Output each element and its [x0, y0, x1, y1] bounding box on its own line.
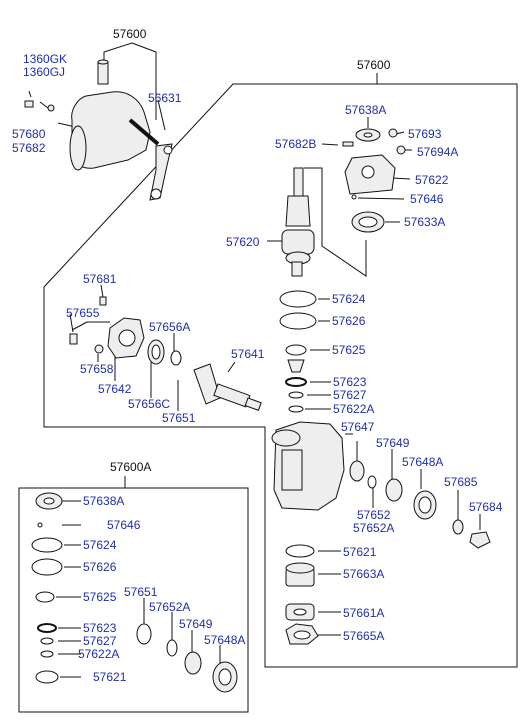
- steering-gear-assembly-top: [69, 59, 173, 201]
- label-57646: 57646: [410, 192, 444, 206]
- label-57626: 57626: [332, 314, 366, 328]
- kit-ring-57627: [40, 637, 54, 645]
- ring-57627: [288, 391, 304, 399]
- label-57652: 57652: [357, 508, 391, 522]
- label-57658: 57658: [80, 362, 114, 376]
- label-57621: 57621: [343, 545, 377, 559]
- label-57655: 57655: [66, 306, 100, 320]
- label-57663A: 57663A: [343, 567, 385, 581]
- gear-housing-main: [271, 421, 345, 511]
- label-57680: 57680: [12, 127, 46, 141]
- kit-label-57622A: 57622A: [78, 647, 120, 661]
- label-57649: 57649: [376, 436, 410, 450]
- bolt-57655: [69, 333, 78, 345]
- main-assembly-outline: [43, 83, 518, 668]
- label-57665A: 57665A: [343, 629, 385, 643]
- label-57633A: 57633A: [404, 215, 446, 229]
- bushing-57649: [385, 478, 403, 502]
- label-57642: 57642: [98, 382, 132, 396]
- label-57622A: 57622A: [333, 402, 375, 416]
- part-57625: [285, 344, 307, 356]
- label-57693: 57693: [408, 127, 442, 141]
- label-57600-main: 57600: [357, 58, 391, 72]
- washer-57685: [452, 519, 464, 535]
- label-57682: 57682: [12, 141, 46, 155]
- kit-label-57624: 57624: [83, 538, 117, 552]
- label-57625: 57625: [332, 343, 366, 357]
- label-57627: 57627: [333, 388, 367, 402]
- kit-oring-57651: [136, 623, 152, 645]
- nut-57684: [469, 531, 491, 549]
- kit-label-57626: 57626: [83, 560, 117, 574]
- kit-label-57627: 57627: [83, 634, 117, 648]
- label-57641: 57641: [231, 347, 265, 361]
- label-57600A: 57600A: [110, 460, 152, 474]
- label-57648A: 57648A: [402, 455, 444, 469]
- label-57682B: 57682B: [275, 137, 317, 151]
- label-1360GK: 1360GK: [23, 52, 68, 66]
- label-57681: 57681: [83, 272, 117, 286]
- kit-snap-57623: [37, 623, 57, 633]
- kit-label-57648A: 57648A: [204, 633, 246, 647]
- kit-label-57623: 57623: [83, 621, 117, 635]
- bolt-57680: [24, 100, 34, 108]
- kit-label-57652A: 57652A: [149, 600, 191, 614]
- label-57656A: 57656A: [149, 320, 191, 334]
- bearing-small: [287, 359, 305, 373]
- oring-57656A: [170, 350, 182, 366]
- kit-oring-57626: [31, 558, 63, 576]
- label-57600-top: 57600: [113, 27, 147, 41]
- oring-57624: [279, 290, 317, 308]
- label-57647: 57647: [341, 420, 375, 434]
- oring-57621: [285, 544, 315, 558]
- label-57651: 57651: [162, 411, 196, 425]
- part-57694A: [396, 145, 406, 155]
- kit-ring-57622A: [40, 650, 54, 658]
- ring-57646: [351, 194, 357, 200]
- oring-57626: [279, 312, 317, 330]
- kit-label-57638A: 57638A: [83, 494, 125, 508]
- worm-shaft-57620: [281, 167, 315, 277]
- label-1360GJ: 1360GJ: [23, 65, 66, 79]
- label-57638A: 57638A: [345, 103, 387, 117]
- kit-label-57646: 57646: [107, 518, 141, 532]
- bolt-57682B: [342, 141, 354, 147]
- ring-57622A: [288, 405, 304, 413]
- part-57647: [349, 460, 365, 482]
- washer-57682: [47, 104, 55, 112]
- ring-57652: [367, 475, 377, 489]
- label-57694A: 57694A: [417, 145, 459, 159]
- kit-bushing-57649: [184, 651, 202, 675]
- kit-label-57621: 57621: [93, 670, 127, 684]
- label-57620: 57620: [226, 235, 260, 249]
- label-57656C: 57656C: [128, 397, 171, 411]
- kit-label-57651: 57651: [124, 585, 158, 599]
- label-57622: 57622: [415, 173, 449, 187]
- kit-part-57625: [35, 591, 55, 603]
- kit-ring-57652A: [166, 639, 178, 657]
- kit-label-57625: 57625: [83, 590, 117, 604]
- part-57693: [388, 128, 398, 138]
- snap-57623: [285, 377, 307, 387]
- nut-57658: [94, 344, 104, 354]
- label-57684: 57684: [469, 500, 503, 514]
- label-57661A: 57661A: [343, 606, 385, 620]
- kit-ring-57646: [37, 522, 43, 528]
- kit-oring-57621: [35, 670, 59, 684]
- sector-shaft-57641: [193, 363, 262, 411]
- label-57623: 57623: [333, 375, 367, 389]
- bolt-57681: [99, 296, 107, 306]
- kit-label-57649: 57649: [179, 617, 213, 631]
- label-57652A: 57652A: [353, 521, 395, 535]
- label-56631: 56631: [148, 91, 182, 105]
- label-57624: 57624: [332, 292, 366, 306]
- kit-outline: [18, 487, 249, 713]
- kit-oring-57624: [31, 537, 63, 553]
- label-57685: 57685: [444, 475, 478, 489]
